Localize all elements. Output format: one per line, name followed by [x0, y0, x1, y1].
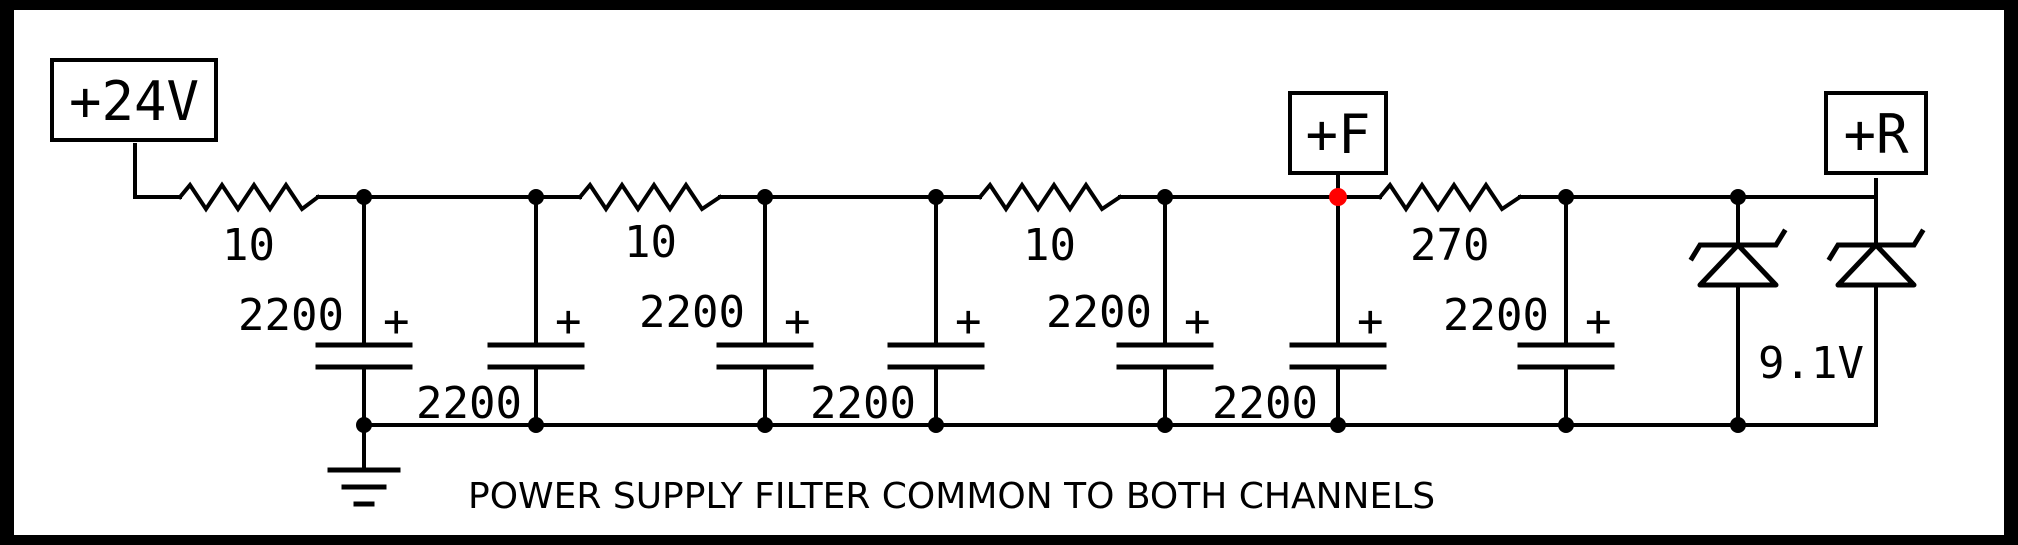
capacitor-c2 [487, 195, 585, 427]
capacitor-c1 [315, 195, 413, 427]
junction-dot [528, 189, 544, 205]
capacitor-polarity: + [1184, 296, 1211, 347]
junctions [356, 189, 1746, 433]
junction-highlight-dot [1329, 188, 1347, 206]
resistor-r2 [577, 181, 723, 213]
capacitor-value: 2200 [1046, 287, 1152, 338]
capacitor-polarity: + [784, 296, 811, 347]
zener-value: 9.1V [1758, 338, 1864, 389]
schematic-paper [14, 10, 2004, 535]
rail-label-f: +F [1305, 103, 1370, 166]
junction-dot [1558, 417, 1574, 433]
capacitor-polarity: + [1357, 296, 1384, 347]
capacitor-value: 2200 [1212, 378, 1318, 429]
junction-dot [1558, 189, 1574, 205]
capacitor-c3 [716, 195, 814, 427]
zener-z2 [1826, 195, 1926, 427]
junction-dot [1330, 417, 1346, 433]
resistor-r1 [177, 181, 321, 213]
resistor-value: 10 [222, 220, 275, 271]
rail-box-24v [50, 58, 218, 142]
resistor-r4 [1377, 181, 1523, 213]
capacitor-polarity: + [1585, 296, 1612, 347]
junction-dot [1157, 417, 1173, 433]
junction-dot [1730, 189, 1746, 205]
capacitor-value: 2200 [810, 378, 916, 429]
capacitor-c4 [887, 195, 985, 427]
capacitor-polarity: + [555, 296, 582, 347]
capacitor-value: 2200 [416, 378, 522, 429]
capacitor-polarity: + [955, 296, 982, 347]
junction-dot [928, 189, 944, 205]
rail-box-r [1824, 91, 1928, 175]
junction-dot [757, 417, 773, 433]
capacitor-c6 [1289, 195, 1387, 427]
resistor-r3 [977, 181, 1123, 213]
capacitor-value: 2200 [1443, 290, 1549, 341]
junction-dot [928, 417, 944, 433]
resistor-value: 10 [1023, 220, 1076, 271]
resistor-value: 10 [624, 217, 677, 268]
junction-dot [356, 189, 372, 205]
rail-label-r: +R [1843, 103, 1909, 166]
rail-box-f [1288, 91, 1388, 175]
capacitor-polarity: + [383, 296, 410, 347]
capacitor-c7 [1517, 195, 1615, 427]
junction-dot [1730, 417, 1746, 433]
rail-label-24v: +24V [69, 70, 199, 133]
capacitor-c5 [1116, 195, 1214, 427]
resistor-value: 270 [1410, 220, 1489, 271]
junction-dot [757, 189, 773, 205]
wire-24v-down [133, 143, 182, 199]
junction-dot [356, 417, 372, 433]
junction-dot [528, 417, 544, 433]
junction-dot [1157, 189, 1173, 205]
capacitor-value: 2200 [639, 287, 745, 338]
diagram-caption: POWER SUPPLY FILTER COMMON TO BOTH CHANN… [468, 476, 1435, 517]
capacitor-value: 2200 [238, 290, 344, 341]
